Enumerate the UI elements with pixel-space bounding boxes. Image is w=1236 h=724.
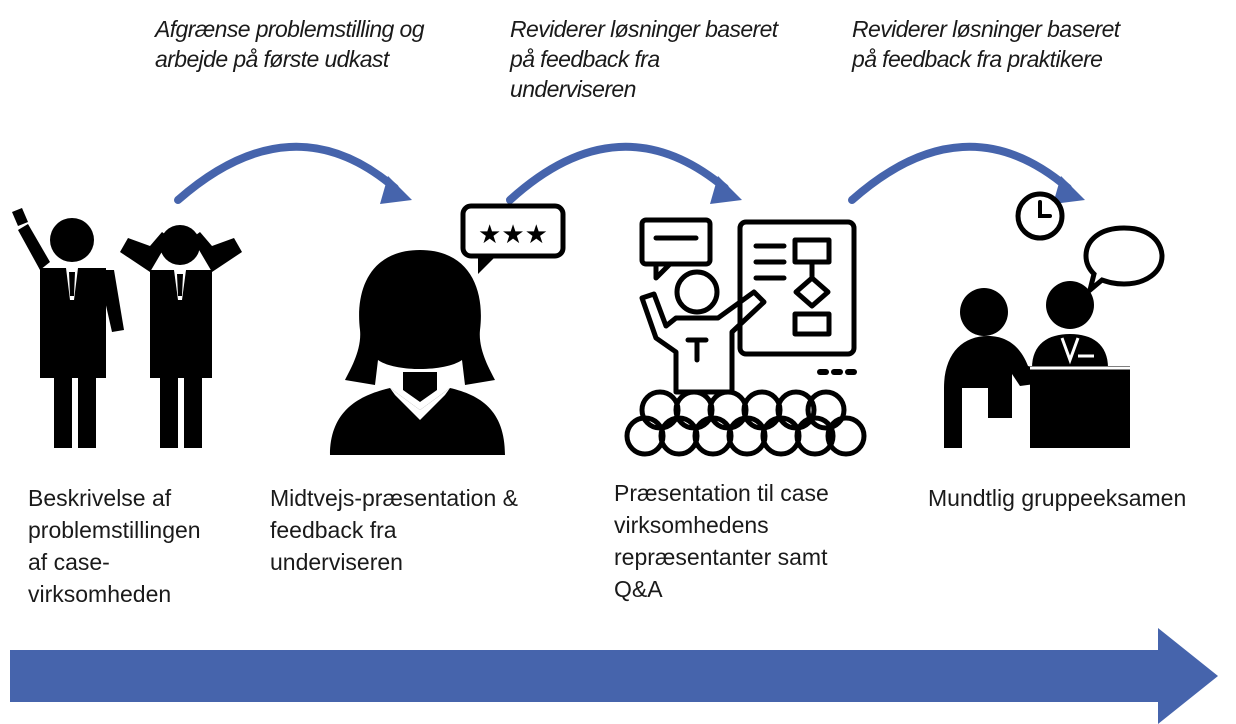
woman-with-rating-bubble-icon: ★★★ — [330, 203, 566, 455]
timeline-arrow — [10, 628, 1218, 724]
step-label-2: Midtvejs-præsentation & feedback fra und… — [270, 485, 518, 575]
presenter-with-audience-icon — [624, 217, 867, 457]
curved-arrow-1 — [174, 142, 412, 204]
curved-arrow-2 — [506, 142, 742, 204]
note-3: Reviderer løsninger baseret på feedback … — [852, 16, 1120, 72]
svg-text:★★★: ★★★ — [478, 220, 548, 250]
step-label-3: Præsentation til case virksomhedens repr… — [614, 480, 829, 602]
note-1: Afgrænse problemstilling og arbejde på f… — [155, 16, 424, 72]
note-2: Reviderer løsninger baseret på feedback … — [510, 16, 778, 102]
step-label-4: Mundtlig gruppeeksamen — [928, 485, 1187, 511]
curved-arrow-3 — [848, 142, 1085, 204]
step-label-1: Beskrivelse af problemstillingen af case… — [28, 485, 201, 607]
stressed-businessmen-icon — [12, 208, 242, 448]
oral-exam-meeting-icon — [944, 191, 1165, 448]
